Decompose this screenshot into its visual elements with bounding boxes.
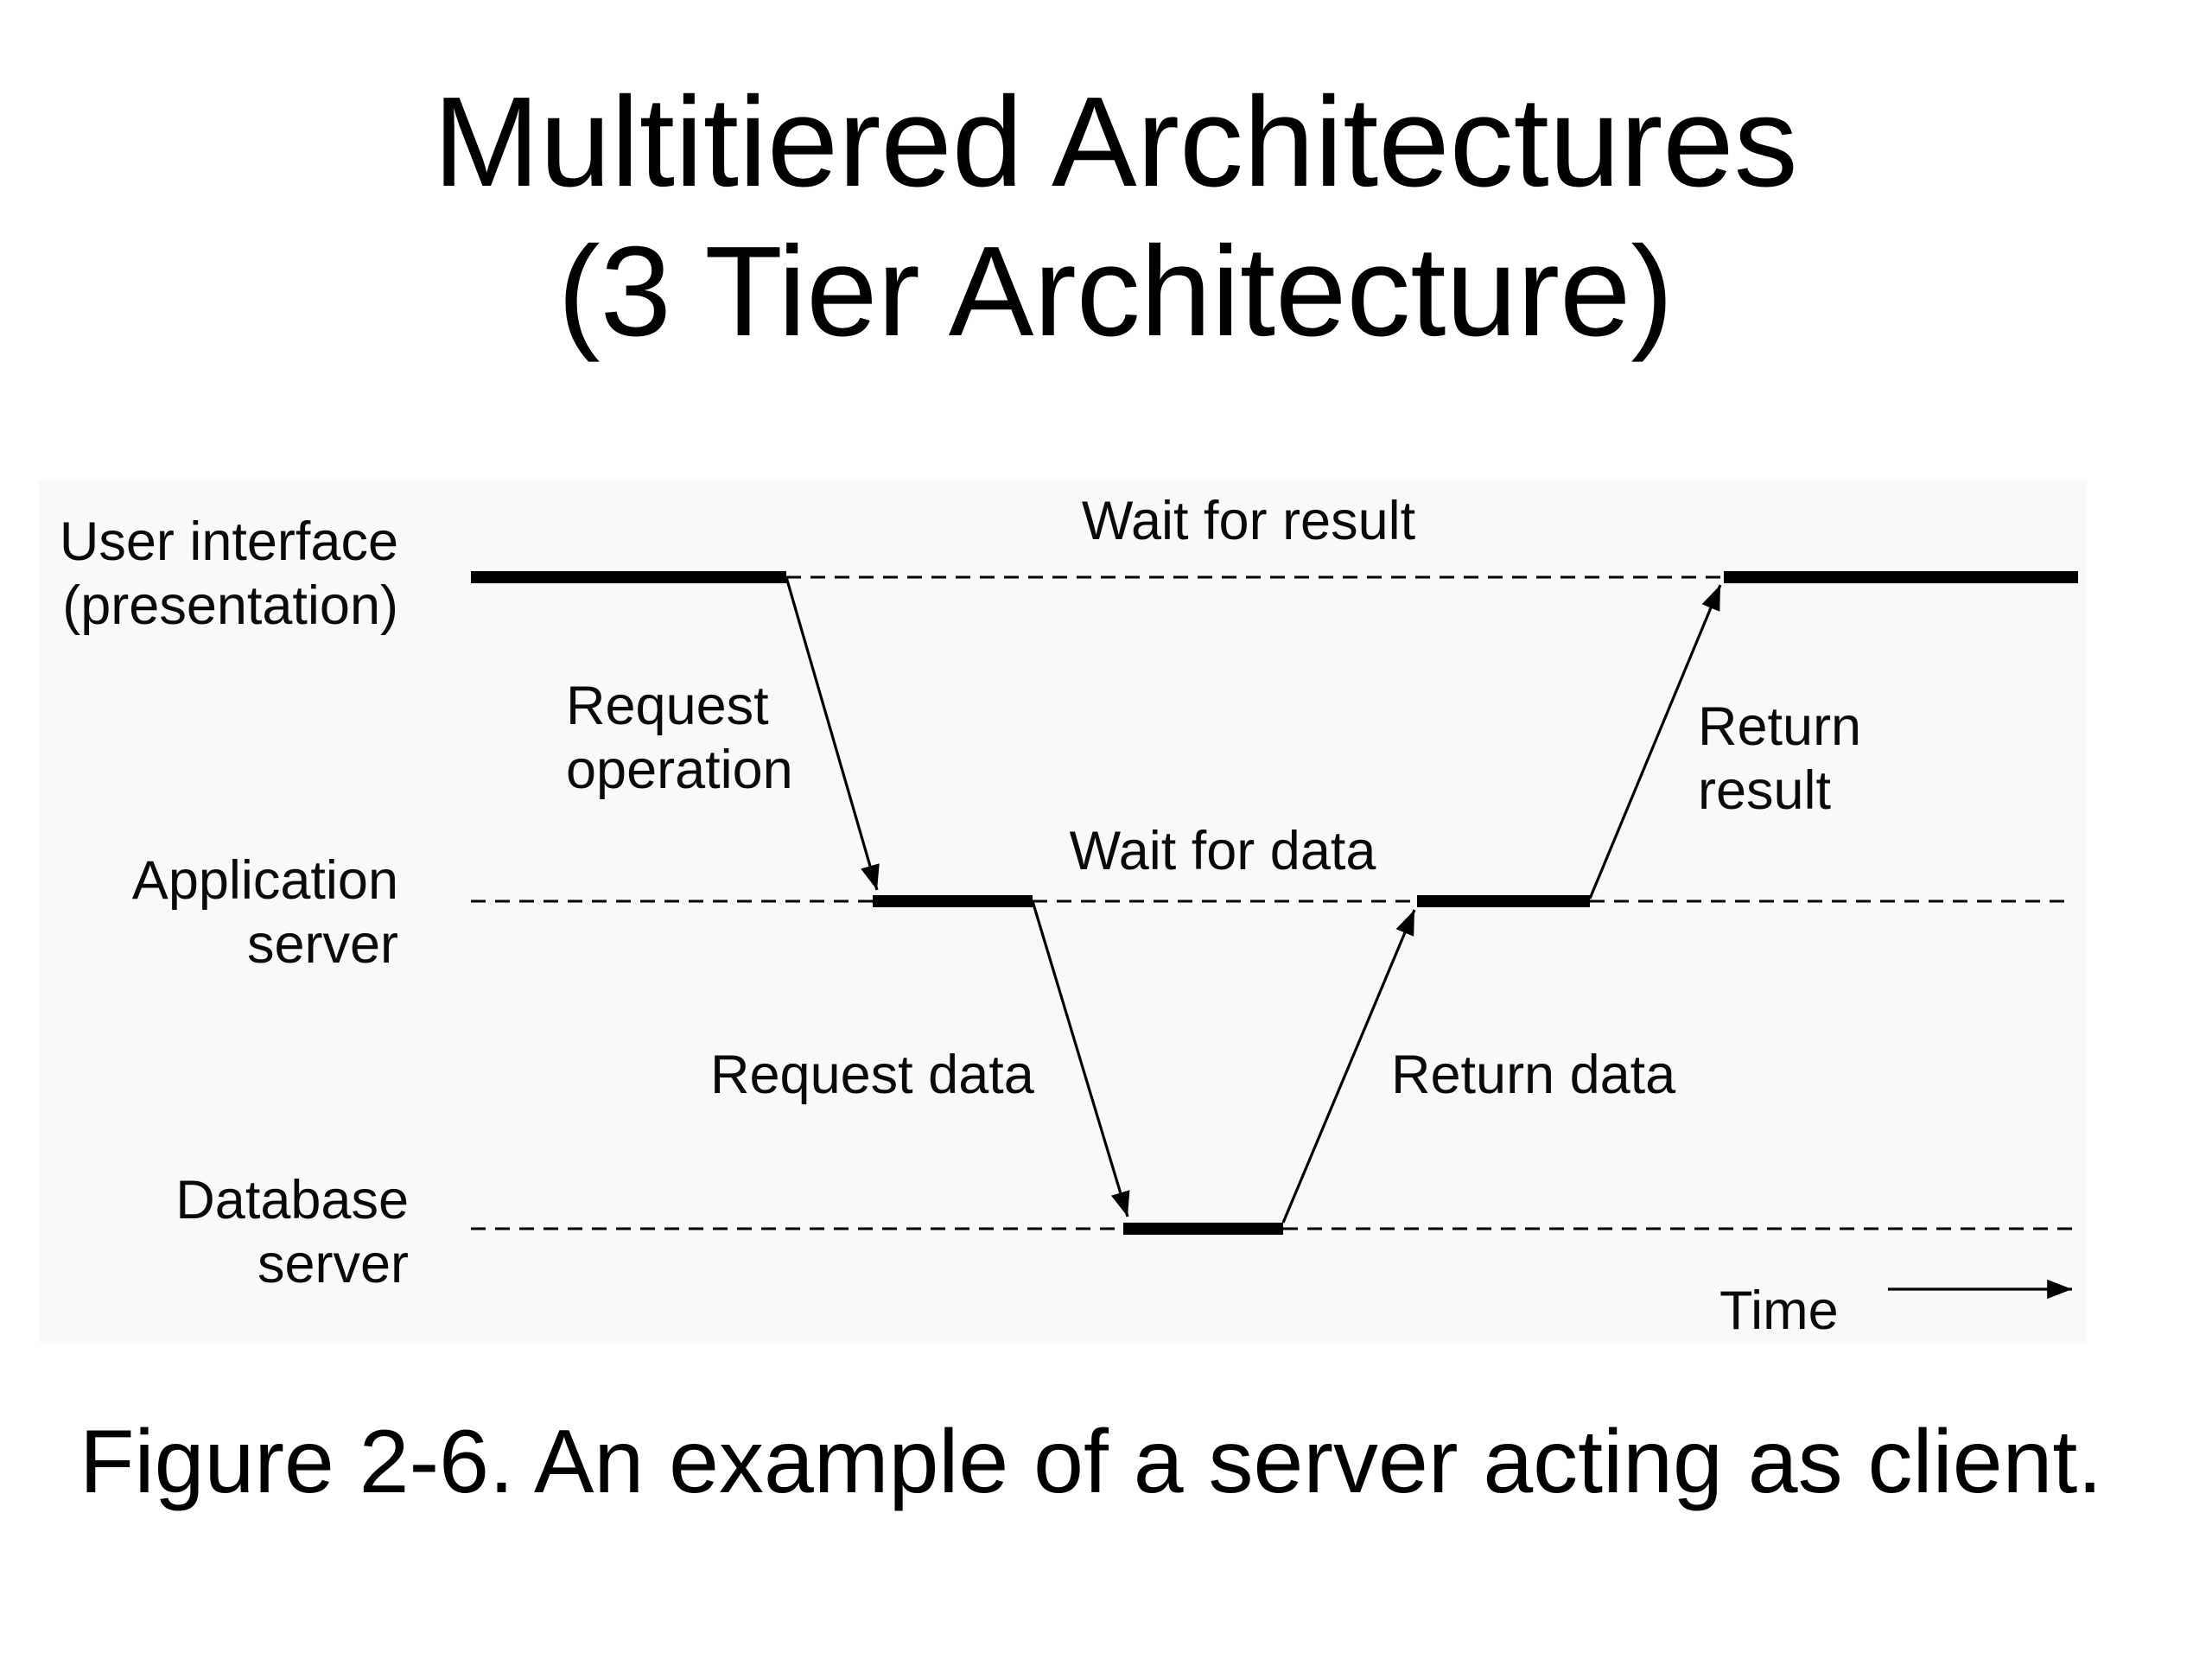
request-operation-arrow xyxy=(785,576,880,891)
return-result-arrow xyxy=(1588,584,1722,899)
return-result-label-line-1: Return xyxy=(1698,696,1861,757)
return-result-label-line-2: result xyxy=(1698,760,1832,821)
return-data-arrow xyxy=(1281,909,1416,1224)
return-data-label: Return data xyxy=(1391,1045,1676,1105)
tier-label-database: Database xyxy=(175,1170,409,1230)
tier-label-database-server: server xyxy=(257,1234,409,1294)
wait-for-result-label: Wait for result xyxy=(1082,491,1416,551)
request-operation-label-line-2: operation xyxy=(566,740,793,800)
request-operation-label-line-1: Request xyxy=(566,676,769,736)
tier-label-presentation: (presentation) xyxy=(62,575,398,636)
figure-panel xyxy=(39,480,2087,1342)
title-line-2: (3 Tier Architecture) xyxy=(557,220,1674,363)
time-label: Time xyxy=(1719,1281,1839,1341)
tier-label-application-server: server xyxy=(247,914,398,975)
request-data-label: Request data xyxy=(710,1045,1035,1105)
wait-for-data-label: Wait for data xyxy=(1070,821,1377,881)
tier-label-user-interface: User interface xyxy=(60,512,398,572)
title-line-1: Multitiered Architectures xyxy=(433,71,1798,213)
tier-label-application: Application xyxy=(132,850,398,911)
figure-caption: Figure 2-6. An example of a server actin… xyxy=(79,1412,2103,1512)
request-data-arrow xyxy=(1031,900,1130,1217)
slide-title: Multitiered Architectures (3 Tier Archit… xyxy=(0,67,2212,366)
